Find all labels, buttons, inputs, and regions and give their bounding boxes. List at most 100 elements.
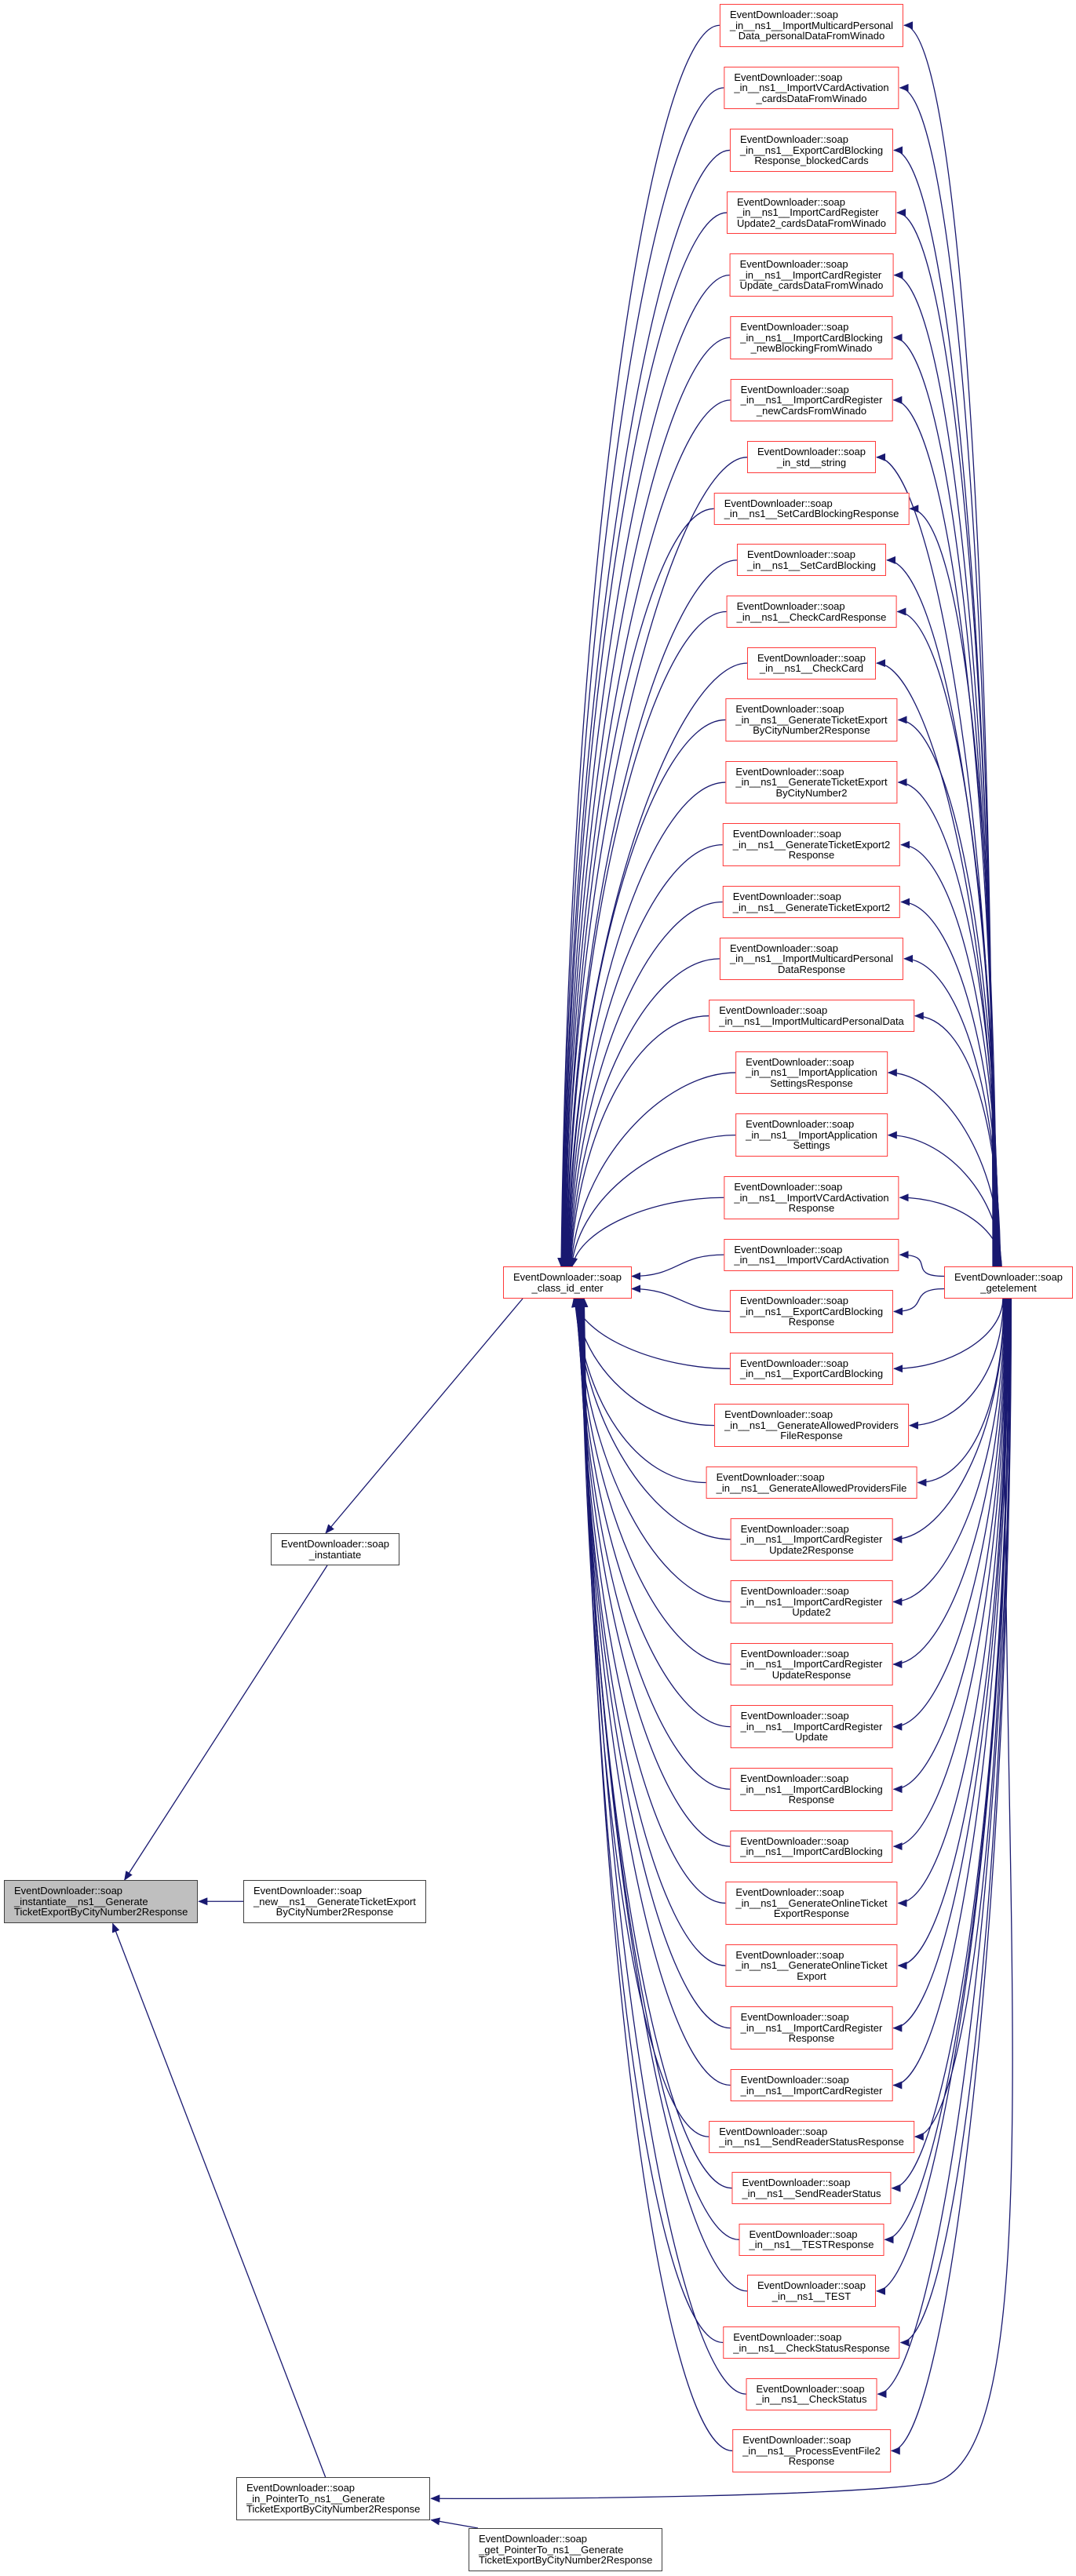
node-in-ns1-sendreaderstatus[interactable]: EventDownloader::soap_in__ns1__SendReade… (731, 2172, 892, 2205)
node-label-line: _getelement (980, 1281, 1037, 1294)
node-new-generate-ticket-export-response[interactable]: EventDownloader::soap _new__ns1__Generat… (243, 1880, 426, 1923)
edge-to-class-id-enter (571, 1298, 731, 1540)
node-label-line: EventDownloader::soap (740, 1522, 849, 1535)
node-in-ns1-importvcardactivation[interactable]: EventDownloader::soap_in__ns1__ImportVCa… (724, 1238, 899, 1271)
node-label-line: EventDownloader::soap (724, 497, 833, 509)
node-in-ns1-exportcardblocking[interactable]: EventDownloader::soap_in__ns1__ExportCar… (729, 1352, 894, 1385)
node-in-ns1-importapplicationsettingsresponse[interactable]: EventDownloader::soap_in__ns1__ImportApp… (735, 1051, 888, 1095)
node-in-ns1-generateticketexportbycitynumber2[interactable]: EventDownloader::soap_in__ns1__GenerateT… (725, 760, 898, 804)
edge-from-getelement (892, 1298, 1007, 1851)
node-getelement[interactable]: EventDownloader::soap _getelement (944, 1266, 1074, 1299)
node-in-ns1-sendreaderstatusresponse[interactable]: EventDownloader::soap_in__ns1__SendReade… (709, 2120, 914, 2153)
node-class-id-enter[interactable]: EventDownloader::soap _class_id_enter (503, 1266, 633, 1299)
node-in-ns1-importvcardactivationresponse[interactable]: EventDownloader::soap_in__ns1__ImportVCa… (724, 1176, 899, 1219)
node-in-ns1-generateticketexportbycitynumber2response[interactable]: EventDownloader::soap_in__ns1__GenerateT… (725, 698, 898, 741)
node-label-line: EventDownloader::soap (954, 1271, 1063, 1283)
node-in-ns1-checkstatusresponse[interactable]: EventDownloader::soap_in__ns1__CheckStat… (723, 2326, 900, 2359)
node-in-ns1-importcardregisterupdate2response[interactable]: EventDownloader::soap_in__ns1__ImportCar… (730, 1518, 893, 1561)
node-in-ns1-importmulticardpersonaldata-personaldatafromwinado[interactable]: EventDownloader::soap_in__ns1__ImportMul… (719, 4, 904, 47)
node-in-ns1-importcardregisterupdate2[interactable]: EventDownloader::soap_in__ns1__ImportCar… (730, 1580, 893, 1623)
node-in-ns1-importcardregister-newcardsfromwinado[interactable]: EventDownloader::soap_in__ns1__ImportCar… (730, 378, 893, 422)
node-in-ns1-generateallowedprovidersfileresponse[interactable]: EventDownloader::soap_in__ns1__GenerateA… (714, 1404, 909, 1447)
node-in-ns1-importvcardactivation-cardsdatafromwinado[interactable]: EventDownloader::soap_in__ns1__ImportVCa… (724, 66, 899, 110)
edge-from-getelement (897, 1298, 1008, 1907)
node-label-line: ExportResponse (773, 1907, 850, 1920)
node-label-line: _in__ns1__GenerateTicketExport2 (732, 838, 891, 851)
node-label-line: _in__ns1__ImportCardRegister (740, 2084, 883, 2097)
edge-to-class-id-enter (565, 901, 723, 1267)
focus-node-instantiate-generate-ticket-export-response: EventDownloader::soap _instantiate__ns1_… (4, 1880, 199, 1923)
node-label-line: _new__ns1__GenerateTicketExport (253, 1895, 416, 1907)
node-in-ns1-importcardregisterupdate[interactable]: EventDownloader::soap_in__ns1__ImportCar… (730, 1705, 893, 1748)
node-label-line: _in__ns1__ImportApplication (746, 1128, 877, 1141)
node-in-ns1-processeventfile2response[interactable]: EventDownloader::soap_in__ns1__ProcessEv… (732, 2429, 891, 2472)
node-in-ns1-setcardblocking[interactable]: EventDownloader::soap_in__ns1__SetCardBl… (736, 544, 887, 577)
edge-to-class-id-enter (557, 87, 724, 1267)
node-in-ns1-importcardblockingresponse[interactable]: EventDownloader::soap_in__ns1__ImportCar… (730, 1768, 893, 1811)
node-in-ns1-importcardregisterupdate2-cardsdatafromwinado[interactable]: EventDownloader::soap_in__ns1__ImportCar… (726, 191, 897, 235)
node-label-line: Data_personalDataFromWinado (738, 30, 885, 42)
node-in-ns1-importcardblocking[interactable]: EventDownloader::soap_in__ns1__ImportCar… (730, 1830, 893, 1863)
node-in-ns1-importapplicationsettings[interactable]: EventDownloader::soap_in__ns1__ImportApp… (735, 1113, 888, 1157)
edge-to-class-id-enter (580, 1298, 733, 2452)
node-label-line: _in__ns1__ImportCardBlocking (740, 1783, 883, 1795)
node-in-ns1-exportcardblockingresponse[interactable]: EventDownloader::soap_in__ns1__ExportCar… (729, 1290, 894, 1333)
node-in-ns1-generateallowedprovidersfile[interactable]: EventDownloader::soap_in__ns1__GenerateA… (706, 1467, 917, 1499)
node-in-ns1-importmulticardpersonaldata[interactable]: EventDownloader::soap_in__ns1__ImportMul… (709, 1000, 914, 1033)
node-label-line: FileResponse (780, 1430, 843, 1442)
node-in-ns1-importcardregisterupdate-cardsdatafromwinado[interactable]: EventDownloader::soap_in__ns1__ImportCar… (729, 253, 894, 297)
edge-to-class-id-enter (577, 1298, 709, 2137)
node-label-line: Response_blockedCards (754, 155, 869, 167)
node-in-ns1-importcardregisterresponse[interactable]: EventDownloader::soap_in__ns1__ImportCar… (730, 2006, 893, 2050)
node-label-line: EventDownloader::soap (742, 2434, 852, 2447)
edge-from-getelement (892, 395, 997, 1267)
node-label-line: EventDownloader::soap (732, 891, 841, 902)
node-in-ns1-generateticketexport2response[interactable]: EventDownloader::soap_in__ns1__GenerateT… (722, 823, 901, 866)
node-in-ns1-importcardregister[interactable]: EventDownloader::soap_in__ns1__ImportCar… (730, 2069, 893, 2101)
node-in-ns1-checkcardresponse[interactable]: EventDownloader::soap_in__ns1__CheckCard… (726, 596, 897, 628)
node-instantiate[interactable]: EventDownloader::soap _instantiate (271, 1533, 400, 1565)
node-label-line: EventDownloader::soap (756, 2382, 865, 2395)
edge-to-class-id-enter (568, 1134, 736, 1267)
node-in-ns1-generateonlineticketexport[interactable]: EventDownloader::soap_in__ns1__GenerateO… (725, 1944, 898, 1988)
node-in-ns1-importmulticardpersonaldataresponse[interactable]: EventDownloader::soap_in__ns1__ImportMul… (719, 937, 904, 981)
node-in-pointer-to-generate-ticket-export-response[interactable]: EventDownloader::soap _in_PointerTo_ns1_… (236, 2477, 431, 2520)
node-label-line: EventDownloader::soap (724, 1408, 833, 1421)
node-in-ns1-test[interactable]: EventDownloader::soap_in__ns1__TEST (746, 2275, 877, 2308)
node-label-line: Response (788, 2032, 835, 2045)
node-label-line: _in__ns1__ImportVCardActivation (734, 1191, 889, 1204)
node-label-line: EventDownloader::soap (719, 1004, 828, 1017)
edge-from-getelement (899, 1298, 1011, 2347)
node-in-ns1-checkcard[interactable]: EventDownloader::soap_in__ns1__CheckCard (746, 647, 877, 680)
edge-to-class-id-enter (575, 1298, 731, 2029)
node-label-line: EventDownloader::soap (740, 1647, 849, 1660)
node-label-line: _in__ns1__SetCardBlocking (746, 559, 877, 571)
node-in-ns1-testresponse[interactable]: EventDownloader::soap_in__ns1__TESTRespo… (739, 2223, 885, 2256)
node-label-line: Update (795, 1731, 828, 1743)
edge-from-getelement (899, 1251, 945, 1277)
node-in-std-string[interactable]: EventDownloader::soap_in_std__string (746, 441, 877, 474)
node-label-line: EventDownloader::soap (740, 1585, 849, 1598)
node-label-line: EventDownloader::soap (740, 321, 849, 333)
node-label-line: TicketExportByCityNumber2Response (479, 2554, 653, 2566)
node-in-ns1-generateticketexport2[interactable]: EventDownloader::soap_in__ns1__GenerateT… (722, 886, 901, 918)
edge-to-class-id-enter (579, 1298, 746, 2395)
edge-from-getelement (892, 1298, 1009, 2090)
node-in-ns1-importcardregisterupdateresponse[interactable]: EventDownloader::soap_in__ns1__ImportCar… (730, 1642, 893, 1686)
node-in-ns1-setcardblockingresponse[interactable]: EventDownloader::soap_in__ns1__SetCardBl… (713, 492, 910, 525)
edge-to-class-id-enter (571, 1298, 706, 1484)
edge-to-class-id-enter (575, 1298, 726, 1966)
node-label-line: _in__ns1__SendReaderStatusResponse (719, 2136, 904, 2148)
edge-from-getelement (899, 1193, 1002, 1267)
node-label-line: _instantiate (308, 1548, 362, 1561)
node-in-ns1-checkstatus[interactable]: EventDownloader::soap_in__ns1__CheckStat… (746, 2377, 877, 2410)
node-label-line: _in__ns1__ImportMulticardPersonal (729, 953, 894, 965)
node-get-pointer-to-generate-ticket-export-response[interactable]: EventDownloader::soap _get_PointerTo_ns1… (469, 2528, 663, 2571)
node-label-line: EventDownloader::soap (719, 2125, 828, 2137)
node-in-ns1-exportcardblockingresponse-blockedcards[interactable]: EventDownloader::soap_in__ns1__ExportCar… (729, 129, 894, 172)
node-in-ns1-importcardblocking-newblockingfromwinado[interactable]: EventDownloader::soap_in__ns1__ImportCar… (730, 316, 893, 359)
node-label-line: _in__ns1__ImportCardRegister (739, 268, 882, 281)
node-in-ns1-generateonlineticketexportresponse[interactable]: EventDownloader::soap_in__ns1__GenerateO… (725, 1882, 898, 1925)
node-label-line: _in__ns1__ExportCardBlocking (739, 144, 884, 156)
